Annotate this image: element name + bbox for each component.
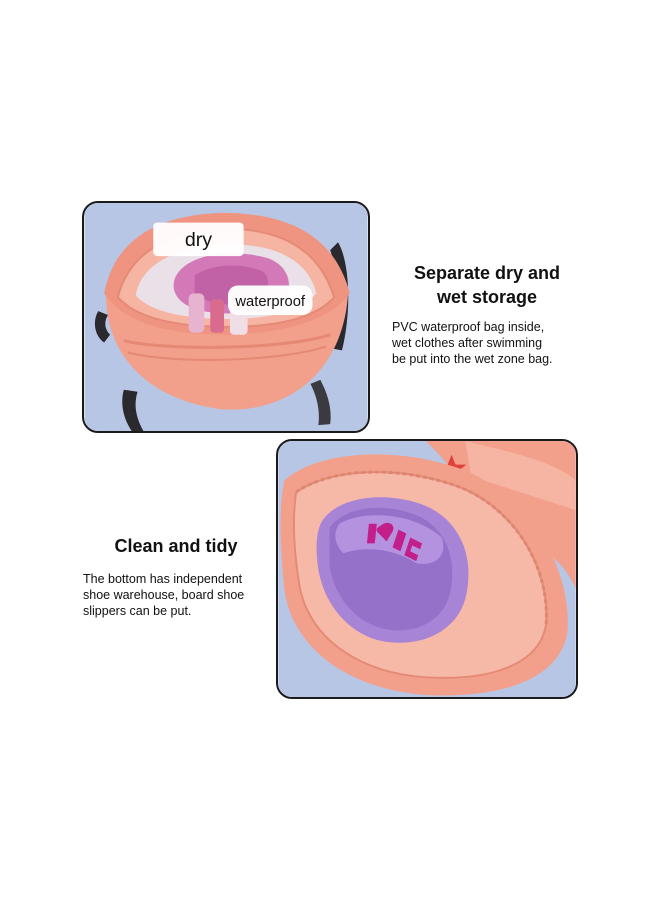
feature-description: The bottom has independent shoe warehous… — [83, 572, 245, 618]
drawstring-bag-photo: dry waterproof — [82, 201, 370, 433]
dry-zone-label: dry — [185, 229, 212, 251]
shoe-compartment-photo — [276, 439, 578, 699]
feature-clean-tidy: Clean and tidy The bottom has independen… — [83, 534, 268, 619]
feature-description: PVC waterproof bag inside, wet clothes a… — [392, 320, 553, 366]
feature-title: Separate dry and wet storage — [413, 263, 561, 307]
waterproof-zone-label: waterproof — [234, 294, 306, 310]
feature-title: Clean and tidy — [114, 536, 238, 556]
feature-separate-storage: Separate dry and wet storage PVC waterpr… — [392, 261, 602, 367]
